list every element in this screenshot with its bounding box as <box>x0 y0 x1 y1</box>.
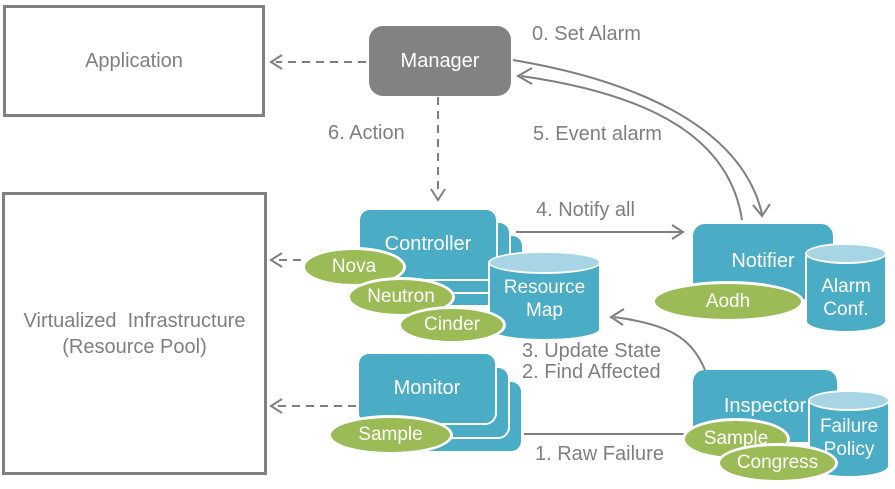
step-3-label: 3. Update State <box>522 340 661 362</box>
virtualized-infrastructure-label-line2: (Resource Pool) <box>62 335 207 358</box>
application-box: Application <box>3 5 265 117</box>
arrowhead-down-notifier-icon <box>752 203 771 218</box>
aodh-label: Aodh <box>705 290 751 312</box>
virtualized-infrastructure-label-line1: Virtualized Infrastructure <box>23 309 246 332</box>
arrowhead-left-vi-bottom-icon <box>269 398 283 414</box>
nova-label: Nova <box>331 256 377 277</box>
step-1-label: 1. Raw Failure <box>535 443 664 465</box>
neutron-label: Neutron <box>367 286 435 307</box>
resource-map-cylinder-body <box>488 262 601 341</box>
inspector-label: Inspector <box>723 394 807 417</box>
update-state-arc <box>613 316 706 371</box>
failure-policy-label: Failure Policy <box>819 416 879 460</box>
resource-map-label: Resource Map <box>503 277 586 321</box>
cinder-label: Cinder <box>424 314 480 335</box>
alarm-conf-label: Alarm Conf. <box>821 276 871 320</box>
arrowhead-left-application-icon <box>269 54 283 70</box>
failure-policy-cylinder-top <box>808 390 890 411</box>
set-alarm-arc <box>512 59 763 215</box>
manager-label: Manager <box>400 49 480 72</box>
application-label: Application <box>85 49 183 72</box>
alarm-conf-cylinder: Alarm Conf. <box>805 243 887 333</box>
monitor-sample-label: Sample <box>358 424 423 445</box>
aodh-ellipse: Aodh <box>652 281 804 322</box>
alarm-conf-cylinder-top <box>805 243 887 264</box>
step-2-label: 2. Find Affected <box>522 361 661 383</box>
manager-box: Manager <box>369 26 511 96</box>
cinder-ellipse: Cinder <box>398 306 506 344</box>
resource-map-cylinder: Resource Map <box>488 251 601 341</box>
resource-map-cylinder-top <box>488 251 601 274</box>
virtualized-infrastructure-box: Virtualized Infrastructure (Resource Poo… <box>2 192 267 475</box>
notifier-label: Notifier <box>731 250 795 272</box>
step-5-label: 5. Event alarm <box>533 123 662 145</box>
nova-ellipse: Nova <box>302 247 406 287</box>
arrowhead-left-vi-top-icon <box>269 252 283 268</box>
congress-label: Congress <box>736 452 819 473</box>
monitor-card-front: Monitor <box>357 352 497 425</box>
arrowhead-down-controller-icon <box>430 188 446 202</box>
event-alarm-arc <box>520 75 743 221</box>
arrowhead-left-manager-icon <box>515 67 533 85</box>
arrowhead-right-notifier-icon <box>671 224 685 240</box>
arrowhead-left-resource-map-icon <box>609 308 625 326</box>
controller-label: Controller <box>384 233 472 255</box>
monitor-label: Monitor <box>393 377 461 399</box>
step-4-label: 4. Notify all <box>536 199 635 221</box>
step-0-label: 0. Set Alarm <box>532 23 641 45</box>
monitor-sample-ellipse: Sample <box>328 415 453 455</box>
congress-ellipse: Congress <box>717 443 838 483</box>
alarm-conf-cylinder-body <box>805 254 887 333</box>
step-6-label: 6. Action <box>328 122 405 144</box>
